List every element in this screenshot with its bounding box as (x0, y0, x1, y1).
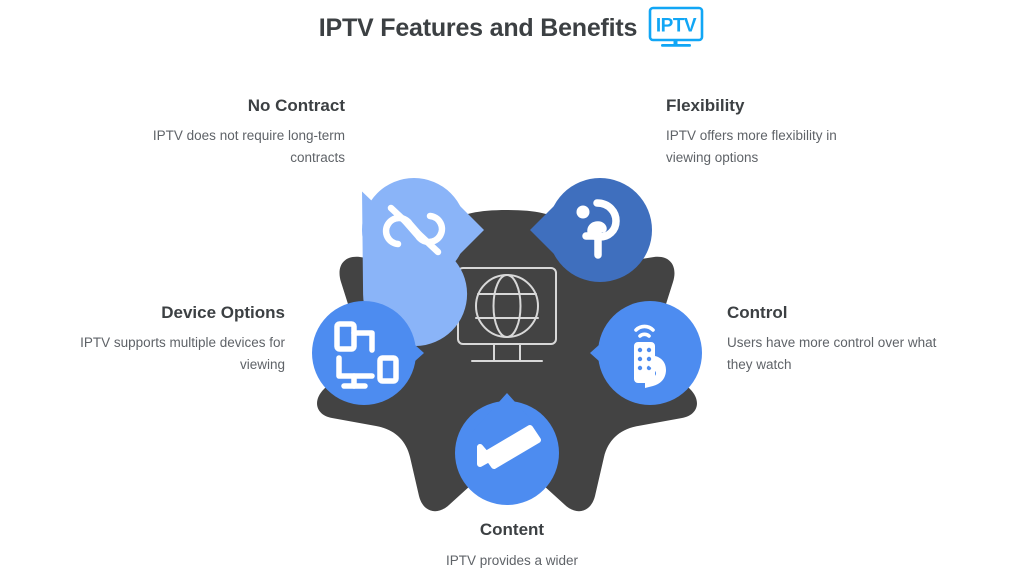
callout-no-contract: No Contract IPTV does not require long-t… (135, 95, 345, 169)
callout-body: IPTV supports multiple devices for viewi… (80, 335, 285, 373)
flexibility-yoga-icon (576, 199, 620, 259)
ticket-icon (477, 425, 541, 469)
feature-node-device-options[interactable] (312, 301, 424, 405)
callout-title: Device Options (161, 303, 285, 322)
callout-title: No Contract (247, 96, 345, 115)
callout-body: IPTV provides a wider (445, 553, 579, 569)
callout-body: IPTV does not require long-term contract… (152, 128, 345, 166)
callout-title: Control (727, 303, 788, 322)
tv-monitor-icon: IPTV (648, 6, 704, 47)
callout-control: Control Users have more control over wha… (727, 302, 957, 376)
svg-text:IPTV: IPTV (656, 16, 697, 37)
diagram-graphic (312, 178, 702, 512)
hand-remote-control-icon (634, 324, 666, 388)
callout-body: Users have more control over what they w… (727, 335, 937, 373)
multiple-devices-icon (334, 321, 399, 389)
callout-content: Content IPTV provides a wider (0, 519, 1024, 572)
feature-node-content[interactable] (455, 393, 559, 505)
callout-title: Content (479, 520, 545, 539)
callout-title: Flexibility (666, 96, 745, 115)
callout-device-options: Device Options IPTV supports multiple de… (55, 302, 285, 376)
feature-node-control[interactable] (590, 301, 702, 405)
broken-link-icon (382, 204, 446, 256)
callout-body: IPTV offers more flexibility in viewing … (666, 128, 837, 166)
page-title: IPTV Features and Benefits (318, 13, 638, 42)
callout-flexibility: Flexibility IPTV offers more flexibility… (666, 95, 871, 169)
feature-node-flexibility[interactable] (530, 178, 652, 282)
header: IPTV Features and Benefits IPTV (0, 0, 1024, 56)
